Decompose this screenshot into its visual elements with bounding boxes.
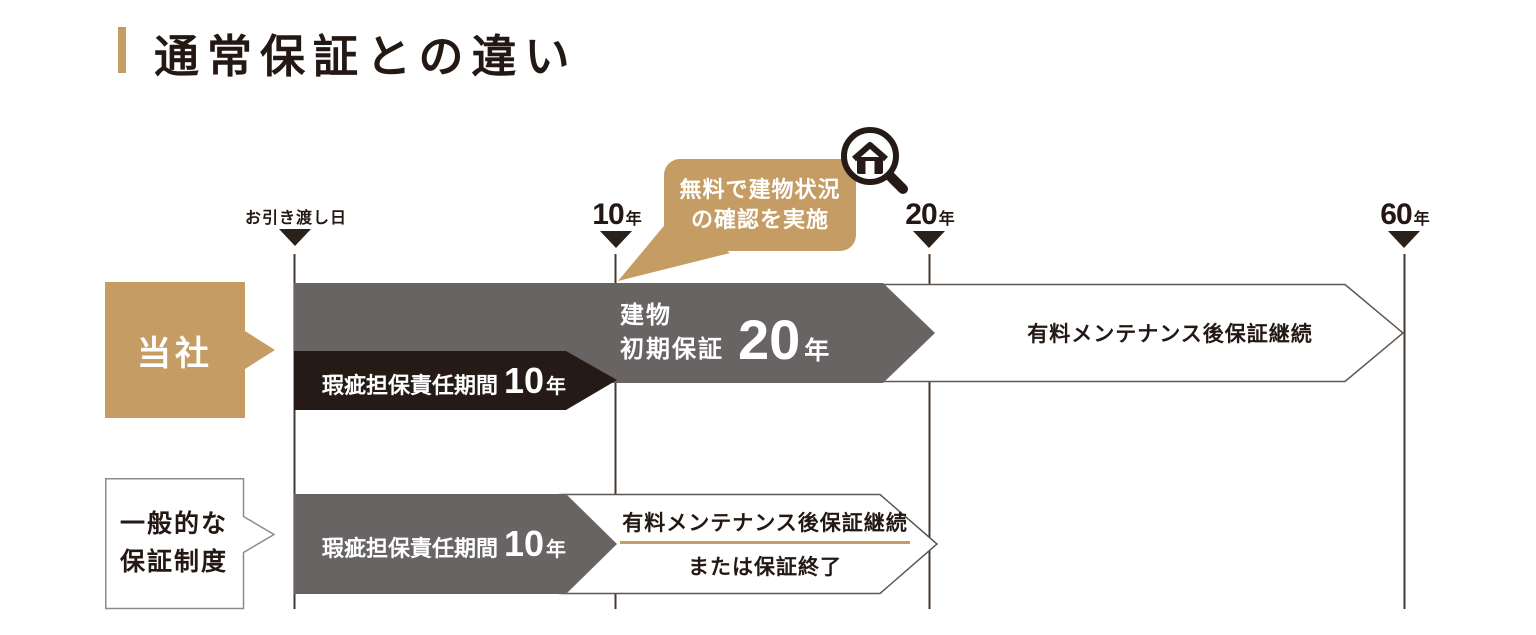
marker-10-unit: 年 [625, 211, 642, 228]
marker-60-num: 60 [1380, 198, 1412, 231]
general-label-box [105, 478, 276, 610]
timeline-tick-20y [913, 231, 945, 248]
magnifier-lens [841, 127, 899, 185]
timeline-tick-start [279, 229, 311, 246]
timeline-tick-60y [1388, 231, 1420, 248]
company-defect-liability-arrow [294, 351, 617, 410]
initial-warranty-name: 建物 初期保証 [620, 302, 724, 363]
timeline-start-label: お引き渡し日 [244, 210, 348, 227]
after-maintenance-line2: または保証終了 [688, 556, 842, 579]
timeline-tick-10y [600, 231, 632, 248]
company-label-text: 当社 [137, 334, 213, 373]
magnifier-handle [884, 170, 908, 194]
general-defect-liability-arrow [294, 494, 617, 594]
free-inspection-callout: 無料で建物状況 の確認を実施 [664, 159, 856, 251]
marker-10-num: 10 [592, 198, 624, 231]
general-after-maintenance-text: 有料メンテナンス後保証継続 または保証終了 [610, 494, 920, 594]
title-accent-bar [118, 27, 126, 73]
company-label-box: 当社 [105, 282, 245, 418]
callout-line2: の確認を実施 [690, 207, 829, 232]
house-inspection-magnifier-icon [841, 127, 908, 194]
after-maintenance-line1: 有料メンテナンス後保証継続 [620, 507, 910, 544]
company-label-tail [245, 331, 275, 369]
general-label-text: 一般的な 保証制度 [119, 510, 228, 576]
company-continuation-text: 有料メンテナンス後保証継続 [1027, 323, 1313, 346]
marker-20-unit: 年 [938, 211, 955, 228]
marker-60-unit: 年 [1413, 211, 1430, 228]
house-roof [852, 142, 888, 162]
marker-20-num: 20 [905, 198, 937, 231]
callout-line1: 無料で建物状況 [679, 176, 841, 202]
house-door [865, 161, 875, 174]
page-title: 通常保証との違い [154, 31, 578, 82]
